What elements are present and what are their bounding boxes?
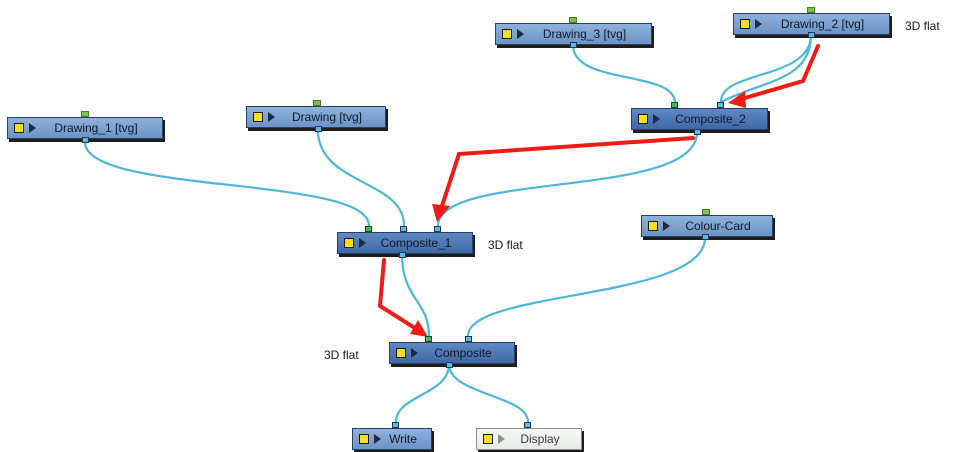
- input-port[interactable]: [400, 226, 407, 232]
- node-composite-2[interactable]: Composite_2: [631, 108, 768, 130]
- node-composite-1[interactable]: Composite_1: [337, 232, 473, 254]
- cable-composite-to-display[interactable]: [447, 363, 530, 423]
- output-port[interactable]: [82, 137, 89, 143]
- node-label: Composite_2: [675, 112, 746, 126]
- output-port[interactable]: [446, 362, 453, 368]
- annotation-3d-flat: 3D flat: [488, 238, 523, 252]
- enable-checkbox-icon[interactable]: [638, 114, 648, 124]
- node-colour-card[interactable]: Colour-Card: [641, 215, 773, 237]
- node-drawing[interactable]: Drawing [tvg]: [246, 106, 386, 128]
- play-arrow-icon: [359, 238, 366, 248]
- play-arrow-icon: [374, 434, 381, 444]
- enable-checkbox-icon[interactable]: [396, 348, 406, 358]
- cable-drawing-to-composite-1[interactable]: [316, 129, 406, 227]
- play-arrow-icon: [663, 221, 670, 231]
- node-write[interactable]: Write: [352, 428, 432, 450]
- node-label: Composite: [434, 346, 492, 360]
- enable-checkbox-icon[interactable]: [502, 29, 512, 39]
- play-arrow-icon: [268, 112, 275, 122]
- node-drawing-1[interactable]: Drawing_1 [tvg]: [7, 117, 163, 139]
- cable-composite-1-to-composite[interactable]: [400, 253, 431, 337]
- enable-checkbox-icon[interactable]: [483, 434, 493, 444]
- input-port[interactable]: [569, 17, 577, 23]
- input-port[interactable]: [81, 111, 89, 117]
- annotation-3d-flat: 3D flat: [905, 19, 940, 33]
- input-port[interactable]: [807, 7, 815, 13]
- input-port[interactable]: [524, 422, 531, 428]
- cable-drawing-3-to-composite-2[interactable]: [571, 44, 677, 103]
- output-port[interactable]: [570, 42, 577, 48]
- red-arrow-composite-2-to-composite-1: [439, 136, 695, 211]
- node-label: Drawing_3 [tvg]: [542, 27, 627, 41]
- cable-drawing-1-to-composite-1[interactable]: [83, 141, 371, 227]
- enable-checkbox-icon[interactable]: [344, 238, 354, 248]
- output-port[interactable]: [702, 234, 709, 240]
- red-arrowhead-composite-1: [432, 204, 450, 222]
- input-port[interactable]: [717, 102, 724, 108]
- cable-drawing-2-to-composite-2-second[interactable]: [720, 34, 813, 103]
- node-drawing-3[interactable]: Drawing_3 [tvg]: [495, 23, 652, 45]
- input-port[interactable]: [671, 102, 678, 108]
- output-port[interactable]: [808, 32, 815, 38]
- node-label: Composite_1: [380, 236, 452, 250]
- input-port[interactable]: [392, 422, 399, 428]
- node-label: Drawing_1 [tvg]: [54, 121, 138, 135]
- red-arrowhead-composite: [410, 320, 428, 337]
- enable-checkbox-icon[interactable]: [740, 19, 750, 29]
- enable-checkbox-icon[interactable]: [648, 221, 658, 231]
- input-port[interactable]: [465, 336, 472, 342]
- node-label: Colour-Card: [685, 219, 751, 233]
- input-port[interactable]: [365, 226, 372, 232]
- node-label: Display: [520, 432, 560, 446]
- red-arrowhead-composite-2: [728, 91, 746, 108]
- node-display[interactable]: Display: [476, 428, 582, 450]
- play-arrow-icon: [498, 434, 505, 444]
- cable-drawing-2-to-composite-2[interactable]: [719, 34, 813, 103]
- node-drawing-2[interactable]: Drawing_2 [tvg]: [733, 13, 890, 35]
- output-port[interactable]: [315, 126, 322, 132]
- annotation-3d-flat: 3D flat: [324, 348, 359, 362]
- play-arrow-icon: [411, 348, 418, 358]
- node-label: Drawing_2 [tvg]: [780, 17, 865, 31]
- cable-composite-to-write[interactable]: [394, 363, 451, 423]
- red-arrow-composite-1-to-composite: [377, 258, 420, 332]
- node-composite[interactable]: Composite: [389, 342, 515, 364]
- enable-checkbox-icon[interactable]: [359, 434, 369, 444]
- play-arrow-icon: [517, 29, 524, 39]
- play-arrow-icon: [653, 114, 660, 124]
- node-label: Write: [389, 432, 417, 446]
- red-arrow-drawing-2-to-composite-2: [736, 44, 820, 102]
- output-port[interactable]: [399, 252, 406, 258]
- input-port[interactable]: [702, 209, 710, 215]
- input-port[interactable]: [434, 226, 441, 232]
- play-arrow-icon: [755, 19, 762, 29]
- cable-composite-2-to-composite-1[interactable]: [436, 131, 699, 227]
- input-port[interactable]: [313, 100, 321, 106]
- enable-checkbox-icon[interactable]: [253, 112, 263, 122]
- input-port[interactable]: [425, 336, 432, 342]
- node-label: Drawing [tvg]: [291, 110, 363, 124]
- cable-colour-card-to-composite[interactable]: [466, 237, 707, 337]
- enable-checkbox-icon[interactable]: [14, 123, 24, 133]
- play-arrow-icon: [29, 123, 36, 133]
- output-port[interactable]: [694, 129, 701, 135]
